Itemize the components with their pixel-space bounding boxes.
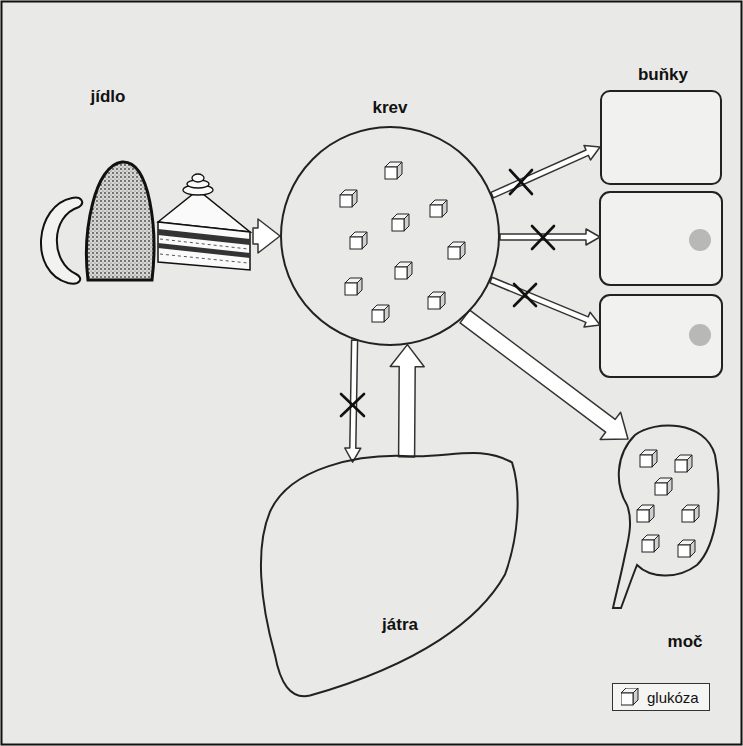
kidney-outline <box>605 420 720 610</box>
flow-arrow <box>253 219 280 253</box>
legend-box: glukóza <box>612 683 710 711</box>
flow-arrow <box>460 310 628 439</box>
transfer-arrow <box>491 145 600 198</box>
flow-arrow <box>390 345 424 457</box>
legend-label: glukóza <box>647 689 699 706</box>
glucose-cubes-urine <box>637 450 699 557</box>
liver-outline <box>250 440 520 700</box>
node-label: jídlo <box>91 87 126 107</box>
node-label: játra <box>382 615 418 635</box>
node-label: moč <box>668 632 703 652</box>
cell-arrow <box>490 277 600 327</box>
liver-shape: játra <box>250 440 520 700</box>
circle-outline <box>280 126 500 346</box>
blood-circle: krev <box>280 126 500 346</box>
node-label: krev <box>373 98 408 118</box>
glucose-cubes-blood <box>340 162 465 322</box>
kidney-shape: moč <box>605 420 720 610</box>
food-illustration <box>41 162 250 284</box>
cell-box: buňky <box>600 90 722 185</box>
node-label: buňky <box>638 65 688 85</box>
cube-symbol <box>621 688 639 706</box>
food-group: jídlo <box>28 82 253 282</box>
cross-mark <box>341 170 554 416</box>
